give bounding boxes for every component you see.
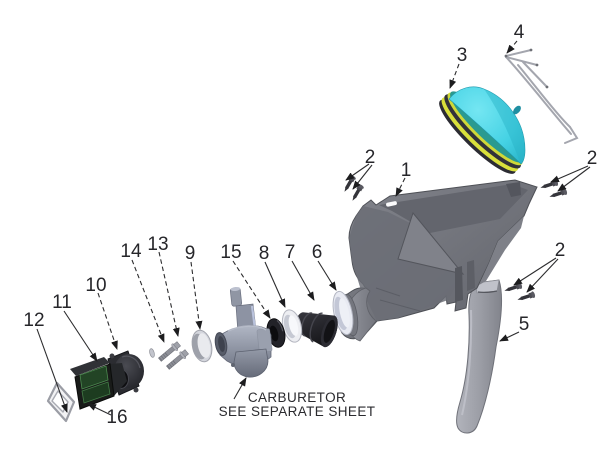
inlet-ring <box>332 290 354 336</box>
air-filter <box>439 86 526 174</box>
screw <box>517 291 536 301</box>
dark-spacer-ring <box>266 318 286 348</box>
filter-dome <box>448 86 526 165</box>
intake-boot <box>294 312 338 348</box>
carburetor <box>214 286 273 378</box>
screw <box>504 282 523 292</box>
callout-16: 16 <box>106 407 127 428</box>
callout-2: 2 <box>587 148 598 169</box>
callout-5: 5 <box>519 314 530 335</box>
spacer-ring <box>191 329 213 363</box>
callout-14: 14 <box>120 241 142 262</box>
leader-lines <box>36 40 591 416</box>
callout-4: 4 <box>514 22 525 43</box>
callout-13: 13 <box>147 234 168 255</box>
callout-15: 15 <box>220 242 241 263</box>
callout-9: 9 <box>185 243 196 264</box>
airbox-slot-highlight <box>386 201 397 207</box>
carburetor-note-line2: SEE SEPARATE SHEET <box>219 404 376 419</box>
airbox <box>337 179 538 342</box>
carburetor-note: CARBURETOR SEE SEPARATE SHEET <box>219 390 376 419</box>
callouts: 1 2 2 2 3 4 5 6 7 8 9 10 11 12 13 14 15 … <box>23 22 597 428</box>
screw <box>540 179 559 189</box>
callout-11: 11 <box>52 292 72 313</box>
carburetor-float-bowl <box>233 348 269 378</box>
washer <box>149 348 155 358</box>
carburetor-note-line1: CARBURETOR <box>248 390 346 405</box>
bolt <box>166 349 189 370</box>
reed-petal <box>81 381 111 404</box>
screw <box>549 188 568 198</box>
callout-3: 3 <box>457 45 468 66</box>
callout-1: 1 <box>401 160 412 181</box>
callout-2: 2 <box>555 240 566 261</box>
callout-10: 10 <box>85 275 106 296</box>
flange-ring <box>281 309 303 343</box>
bolts <box>149 341 189 370</box>
bolt <box>158 341 181 362</box>
callout-7: 7 <box>285 242 296 263</box>
callout-8: 8 <box>259 243 270 264</box>
callout-6: 6 <box>312 242 323 263</box>
reed-valve <box>70 357 127 410</box>
filter-cage-wire <box>504 48 579 144</box>
reed-petal <box>79 365 109 390</box>
vent-tube <box>456 279 503 434</box>
reed-gasket <box>46 381 76 423</box>
callout-2: 2 <box>365 147 376 168</box>
screw <box>344 175 356 192</box>
screw <box>352 184 364 201</box>
callout-12: 12 <box>23 310 44 331</box>
